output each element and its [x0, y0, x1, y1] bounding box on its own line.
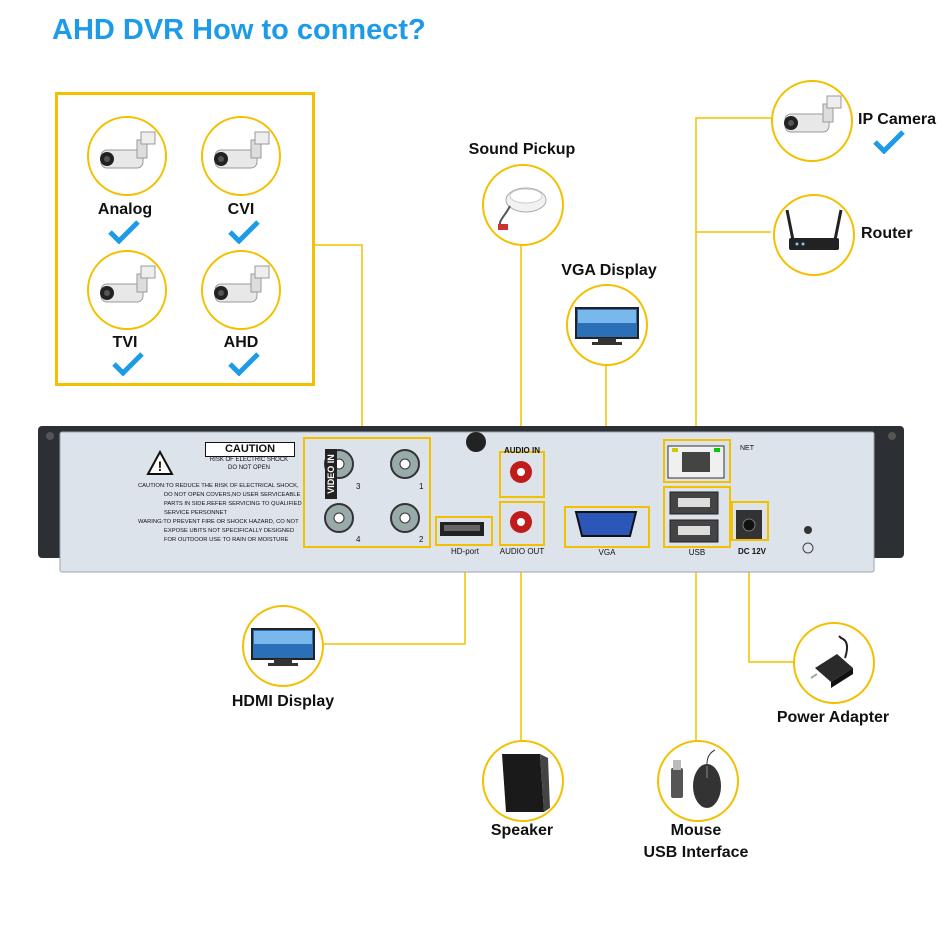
- hd-port-label: HD-port: [450, 547, 479, 556]
- caution-text: CAUTION:TO REDUCE THE RISK OF ELECTRICAL…: [138, 482, 304, 545]
- caution-line: CAUTION:TO REDUCE THE RISK OF ELECTRICAL…: [138, 483, 299, 489]
- bnc-label-4: 4: [356, 535, 361, 544]
- vga-display-label: VGA Display: [561, 262, 657, 279]
- caution-line: DO NOT OPEN COVERS,NO USER SERVICEABLE: [164, 492, 301, 498]
- vga-port-label: VGA: [598, 548, 616, 557]
- caution-line: SERVICE PERSONNET: [164, 510, 228, 516]
- audio-in-label: AUDIO IN: [504, 446, 540, 455]
- power-adapter-label: Power Adapter: [776, 709, 890, 726]
- cvi-camera-icon: [201, 116, 281, 196]
- analog-label: Analog: [97, 201, 153, 218]
- caution-line: FOR OUTDOOR USE TO RAIN OR MOISTURE: [164, 537, 289, 543]
- ahd-label: AHD: [223, 334, 259, 351]
- tvi-check-icon: [112, 352, 144, 376]
- ip-camera-icon: [771, 80, 853, 162]
- ip-camera-label: IP Camera: [858, 111, 936, 128]
- video-in-label: VIDEO IN: [325, 449, 337, 499]
- hdmi-display-label: HDMI Display: [231, 693, 335, 710]
- caution-title: CAUTION: [205, 442, 295, 457]
- tvi-camera-icon: [87, 250, 167, 330]
- cvi-label: CVI: [227, 201, 255, 218]
- analog-camera-icon: [87, 116, 167, 196]
- caution-line: EXPOSE UBITS NOT SPECIFICALLY DESIGNED: [164, 528, 295, 534]
- dc-label: DC 12V: [737, 547, 766, 556]
- audio-out-label: AUDIO OUT: [499, 547, 545, 556]
- hdmi-display-icon: [242, 605, 324, 687]
- caution-sub1: RISK OF ELECTRIC SHOCK: [209, 457, 289, 463]
- router-icon: [773, 194, 855, 276]
- speaker-label: Speaker: [490, 822, 554, 839]
- mouse-label: Mouse: [670, 822, 722, 839]
- ahd-camera-icon: [201, 250, 281, 330]
- dvr-back-panel: !: [38, 426, 904, 573]
- analog-check-icon: [108, 220, 140, 244]
- cvi-check-icon: [228, 220, 260, 244]
- ahd-check-icon: [228, 352, 260, 376]
- page-title: AHD DVR How to connect?: [52, 14, 426, 46]
- mouse-usb-icon: [657, 740, 739, 822]
- power-adapter-icon: [793, 622, 875, 704]
- tvi-label: TVI: [112, 334, 138, 351]
- bnc-label-2: 2: [419, 535, 424, 544]
- bnc-label-1: 1: [419, 482, 424, 491]
- caution-line: PARTS IN SIDE.REFER SERVICING TO QUALIFI…: [164, 501, 302, 507]
- usb-interface-label: USB Interface: [643, 844, 749, 861]
- vga-display-icon: [566, 284, 648, 366]
- svg-text:!: !: [158, 458, 163, 474]
- caution-line: WARING:TO PREVENT FIRE OR SHOCK HAZARD, …: [138, 519, 299, 525]
- usb-port-label: USB: [688, 548, 706, 557]
- ip-camera-check-icon: [873, 130, 905, 154]
- caution-sub2: DO NOT OPEN: [228, 465, 270, 471]
- router-label: Router: [861, 225, 913, 242]
- speaker-icon: [482, 740, 564, 822]
- sound-pickup-label: Sound Pickup: [468, 141, 576, 158]
- bnc-label-3: 3: [356, 482, 361, 491]
- sound-pickup-icon: [482, 164, 564, 246]
- net-label: NET: [740, 445, 754, 452]
